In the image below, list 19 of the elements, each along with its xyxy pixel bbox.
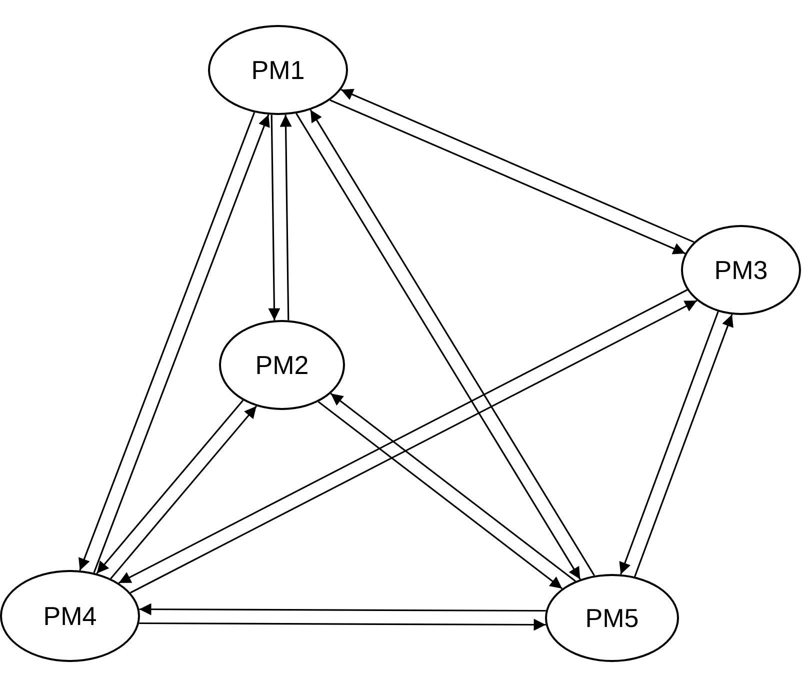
arrow [330,99,686,254]
arrow [139,603,546,616]
arrow [96,400,244,574]
arrow [330,392,576,582]
node-label: PM2 [255,350,309,380]
arrow [78,112,256,571]
node-label: PM1 [251,54,305,86]
arrow [93,114,270,574]
arrow [340,88,694,243]
arrow [318,401,563,590]
node-label: PM3 [714,254,768,286]
arrow [110,406,258,580]
arrow [268,114,280,320]
arrow [280,114,292,320]
arrow [619,311,719,575]
arrow [139,618,546,631]
arrow [634,314,734,577]
node-label: PM4 [43,600,97,632]
node-label: PM5 [585,602,639,634]
